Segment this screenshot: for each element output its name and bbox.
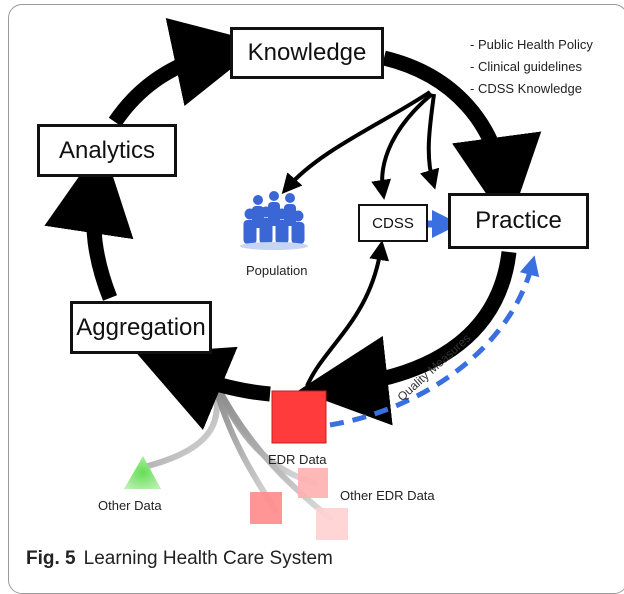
arrow-edr-to-aggregation — [137, 346, 271, 430]
aggregation-label: Aggregation — [76, 313, 206, 341]
other-data-label: Other Data — [98, 498, 162, 513]
other-edr-data-label: Other EDR Data — [340, 488, 435, 503]
figure-caption: Fig. 5 Learning Health Care System — [26, 548, 333, 570]
population-label: Population — [246, 263, 308, 278]
arrow-quality-measures — [329, 255, 540, 428]
practice-label: Practice — [475, 207, 562, 234]
knowledge-notes: - Public Health Policy - Clinical guidel… — [470, 34, 593, 100]
edr-data-square — [271, 390, 327, 444]
arrow-knowledge-to-population — [281, 90, 432, 195]
arrow-practice-to-edr — [298, 251, 517, 426]
cdss-label: CDSS — [372, 214, 414, 232]
arrow-knowledge-to-cdss — [371, 92, 434, 200]
population-icon — [240, 191, 308, 250]
practice-box: Practice — [448, 193, 589, 249]
figure-title: Learning Health Care System — [83, 548, 333, 569]
note-clinical-guidelines: - Clinical guidelines — [470, 59, 582, 74]
arrow-analytics-to-knowledge — [108, 17, 264, 127]
note-public-health-policy: - Public Health Policy — [470, 37, 593, 52]
analytics-label: Analytics — [58, 136, 156, 164]
diagram-canvas — [44, 17, 542, 540]
arrow-aggregation-to-analytics — [44, 143, 134, 301]
knowledge-label: Knowledge — [247, 39, 367, 66]
edr-data-label: EDR Data — [268, 452, 327, 467]
arrow-edr-to-cdss — [305, 240, 390, 387]
aggregation-box: Aggregation — [70, 301, 212, 354]
cdss-box: CDSS — [358, 204, 428, 242]
arrow-knowledge-to-practice — [382, 50, 542, 227]
other-edr-squares — [250, 468, 348, 540]
arrow-knowledge-to-practice-thin — [420, 93, 440, 190]
knowledge-box: Knowledge — [230, 27, 384, 79]
note-cdss-knowledge: - CDSS Knowledge — [470, 81, 582, 96]
analytics-box: Analytics — [37, 124, 177, 177]
other-data-triangle — [124, 456, 161, 489]
figure-number: Fig. 5 — [26, 548, 76, 569]
knowledge-distribution-arrows — [281, 90, 440, 387]
cycle-arrows — [44, 17, 542, 430]
